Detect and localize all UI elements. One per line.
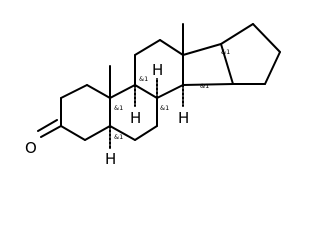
bond bbox=[60, 125, 86, 141]
stereo-label-c10: &1 bbox=[114, 104, 123, 112]
bond bbox=[220, 43, 234, 85]
bond bbox=[182, 83, 234, 86]
bond bbox=[252, 23, 281, 53]
bond bbox=[134, 125, 158, 141]
bond bbox=[264, 51, 281, 85]
bond bbox=[182, 43, 222, 56]
stereo-label-c14: &1 bbox=[200, 82, 209, 90]
bond bbox=[109, 84, 136, 99]
bonds bbox=[37, 23, 281, 141]
carbonyl-bond bbox=[40, 125, 62, 138]
carbonyl-bond bbox=[37, 119, 58, 132]
bond bbox=[84, 125, 111, 141]
hydrogen-atom-c9: H bbox=[130, 109, 141, 127]
atom-labels: O H H H H bbox=[24, 60, 191, 168]
structure-canvas: O H H H H &1 &1 &1 &1 &1 &1 bbox=[24, 23, 281, 168]
bond bbox=[134, 84, 158, 99]
hydrogen-atom-c8: H bbox=[152, 61, 163, 79]
hydrogen-atom-c5: H bbox=[105, 150, 116, 168]
stereo-label-c9: &1 bbox=[139, 75, 148, 83]
stereo-bonds bbox=[109, 75, 184, 149]
bond bbox=[156, 84, 184, 99]
oxygen-atom: O bbox=[25, 139, 37, 157]
steroid-structure-diagram: O H H H H &1 &1 &1 &1 &1 &1 bbox=[24, 23, 281, 168]
bond bbox=[134, 39, 161, 56]
bond bbox=[60, 84, 88, 99]
stereo-labels: &1 &1 &1 &1 &1 &1 bbox=[114, 48, 230, 141]
stereo-label-c8: &1 bbox=[160, 104, 169, 112]
bond bbox=[109, 125, 136, 141]
bond bbox=[86, 84, 111, 99]
hydrogen-atom-c14: H bbox=[178, 109, 189, 127]
bond bbox=[220, 23, 254, 45]
stereo-label-c5: &1 bbox=[114, 133, 123, 141]
stereo-label-c13: &1 bbox=[221, 48, 230, 56]
bond bbox=[159, 39, 184, 56]
